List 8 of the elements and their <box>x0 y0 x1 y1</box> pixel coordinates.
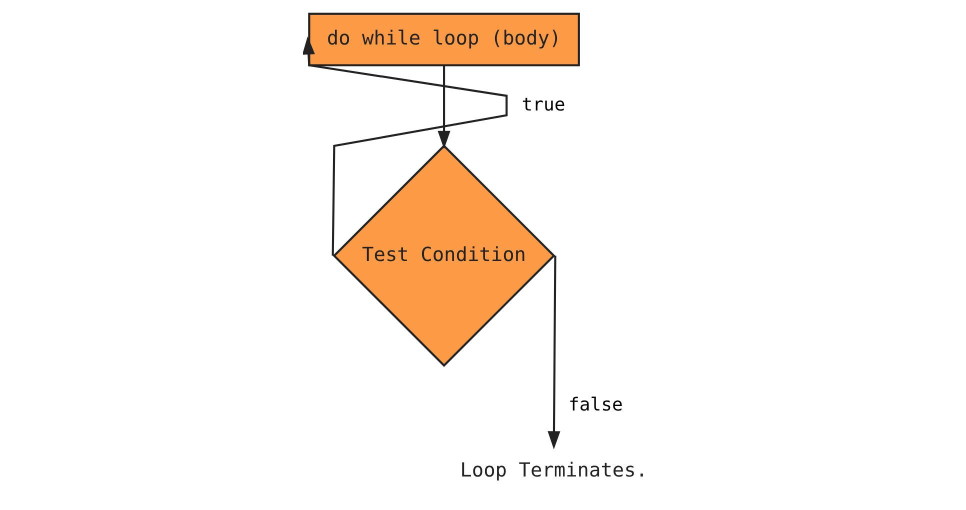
node-box: do while loop (body) <box>308 12 580 66</box>
edge-label: true <box>522 94 566 116</box>
node-diamond: Test Condition <box>332 144 556 367</box>
arrow <box>548 256 560 450</box>
arrow <box>438 65 450 150</box>
arrow <box>303 36 508 256</box>
edge-label: false <box>568 394 623 416</box>
node-text: Loop Terminates. <box>460 458 648 482</box>
